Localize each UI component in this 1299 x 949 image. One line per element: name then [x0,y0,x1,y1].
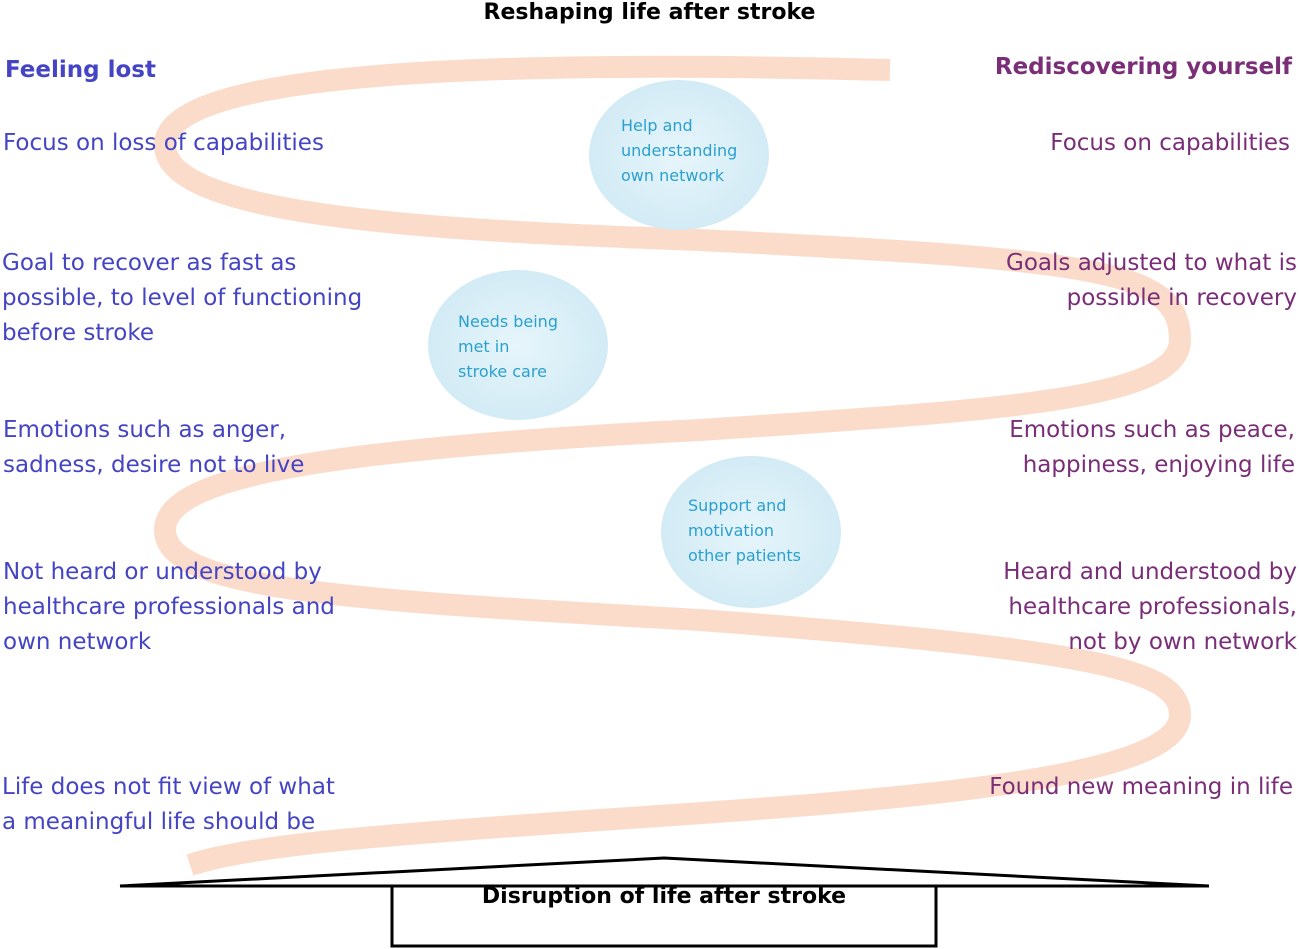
right-item-emotions: Emotions such as peace, happiness, enjoy… [1009,417,1295,478]
left-item-meaning: Life does not fit view of what a meaning… [2,774,335,835]
spiral-band [154,55,1191,876]
bubble-label-support-patients: Support and motivation other patients [688,496,801,565]
bubble-label-needs-stroke-care: Needs being met in stroke care [458,312,558,381]
right-heading: Rediscovering yourself [994,54,1292,80]
right-item-goal: Goals adjusted to what is possible in re… [1006,250,1297,311]
base-label: Disruption of life after stroke [481,884,847,909]
base-roof [119,856,1210,888]
bubble-support-patients [661,456,841,608]
diagram-title: Reshaping life after stroke [483,0,816,25]
left-item-focus: Focus on loss of capabilities [3,130,324,156]
left-heading: Feeling lost [5,57,156,83]
right-item-meaning: Found new meaning in life [989,774,1293,800]
left-item-heard: Not heard or understood by healthcare pr… [3,559,335,655]
bubble-needs-stroke-care [428,270,608,420]
right-item-focus: Focus on capabilities [1050,130,1290,156]
left-item-goal: Goal to recover as fast as possible, to … [2,250,363,346]
right-item-heard: Heard and understood by healthcare profe… [1003,559,1297,655]
base-box [120,884,1209,948]
bubble-help-network [589,80,769,230]
bubble-label-help-network: Help and understanding own network [621,116,738,185]
left-item-emotions: Emotions such as anger, sadness, desire … [3,417,305,478]
